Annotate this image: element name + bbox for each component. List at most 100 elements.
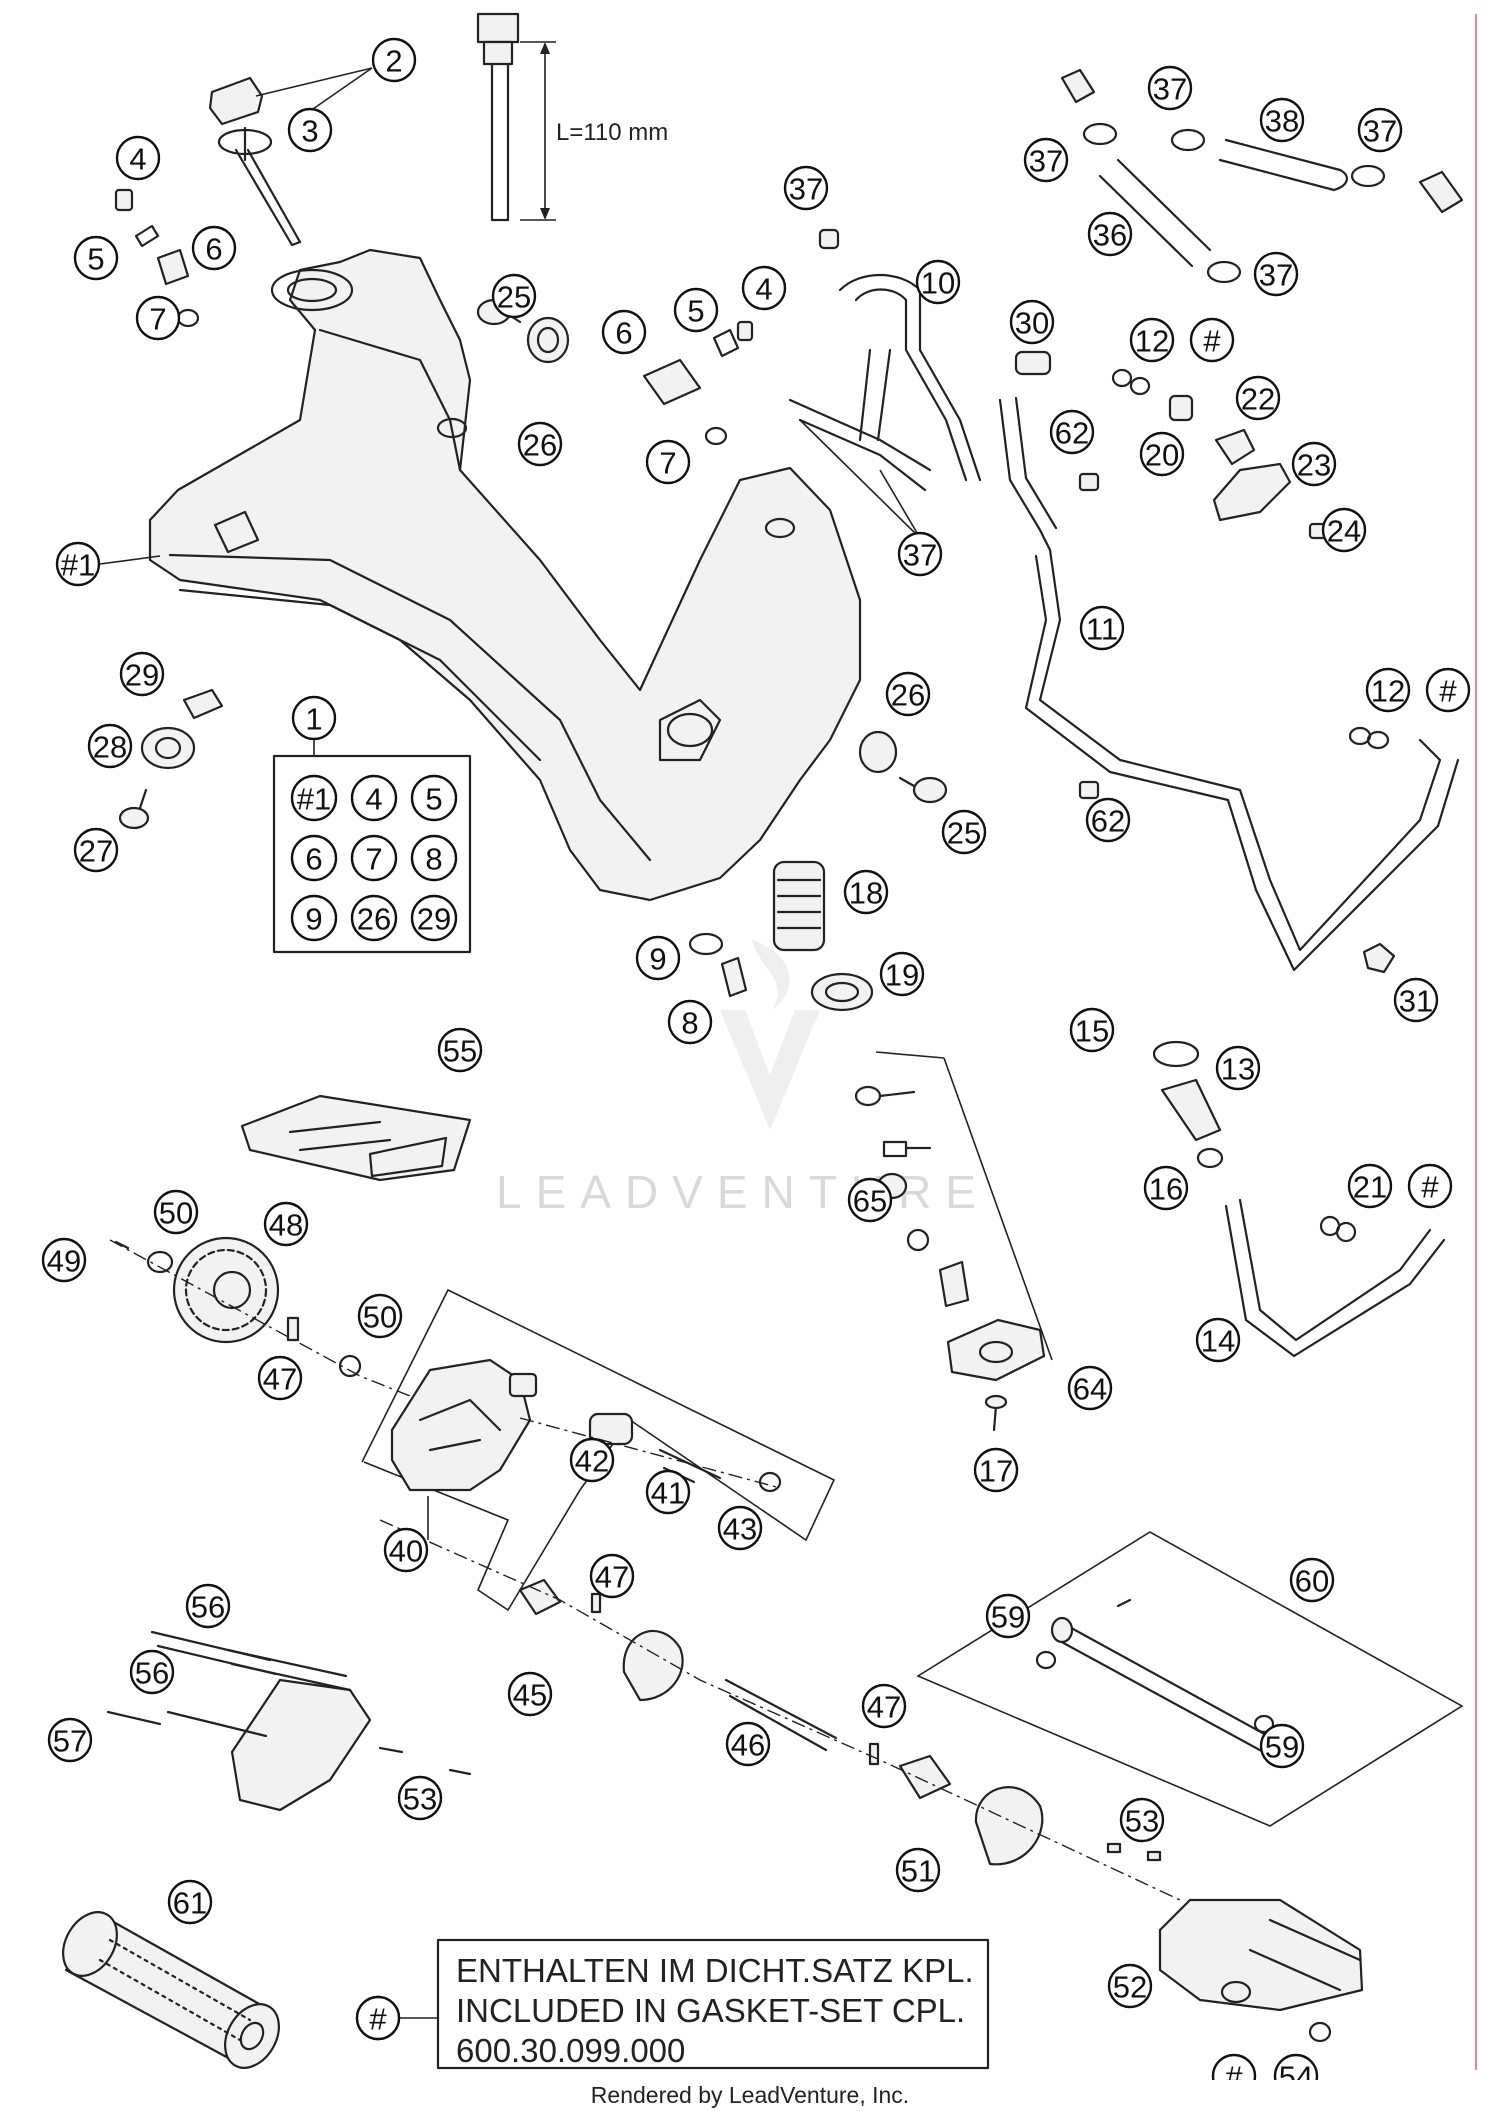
- gasket-note-box: [436, 1938, 990, 2070]
- callout-14-label: 14: [1201, 1324, 1235, 1359]
- line-clip: [1362, 942, 1396, 974]
- callout-17-label: 17: [979, 1454, 1013, 1489]
- callout-43: 43: [717, 1505, 763, 1551]
- callout-59: 59: [1259, 1723, 1305, 1769]
- callout-hash1: #1: [55, 541, 101, 587]
- callout-45: 45: [507, 1671, 553, 1717]
- suction-hose: [1152, 1040, 1446, 1358]
- callout-43-label: 43: [723, 1512, 757, 1547]
- gasket-note-text: #ENTHALTEN IM DICHT.SATZ KPL.INCLUDED IN…: [355, 1952, 974, 2069]
- kit-item-6: 6: [290, 834, 338, 882]
- callout-12: 12: [1129, 317, 1175, 363]
- callout-26-label: 26: [891, 678, 925, 713]
- callout-36-label: 36: [1093, 218, 1127, 253]
- callout-5-label: 5: [687, 294, 704, 329]
- callout-46: 46: [725, 1721, 771, 1767]
- callout-41-label: 41: [651, 1476, 685, 1511]
- callout-20: 20: [1139, 431, 1185, 477]
- callout-53-label: 53: [403, 1782, 437, 1817]
- callout-26: 26: [885, 671, 931, 717]
- callout-50: 50: [153, 1189, 199, 1235]
- callout-50: 50: [357, 1293, 403, 1339]
- callout-8-label: 8: [681, 1006, 698, 1041]
- kit-box-title-label: 1: [305, 702, 322, 737]
- callout-56-label: 56: [135, 1656, 169, 1691]
- callout-24: 24: [1321, 507, 1367, 553]
- callout-28-label: 28: [93, 730, 127, 765]
- callout-62-label: 62: [1091, 804, 1125, 839]
- kit-item-26-label: 26: [357, 902, 391, 937]
- callout-59-label: 59: [991, 1600, 1025, 1635]
- callout-42: 42: [569, 1437, 615, 1483]
- callout-hash-label: #: [1225, 2060, 1243, 2081]
- callout-64-label: 64: [1073, 1372, 1107, 1407]
- callout-12-label: 12: [1371, 674, 1405, 709]
- callout-37-label: 37: [1153, 72, 1187, 107]
- mount-bolt-grommet-top: [476, 298, 570, 364]
- callout-6: 6: [191, 225, 237, 271]
- kit-item-8: 8: [410, 834, 458, 882]
- callout-52: 52: [1107, 1963, 1153, 2009]
- callout-57: 57: [47, 1717, 93, 1763]
- callout-16-label: 16: [1149, 1172, 1183, 1207]
- oil-filler-cap: [208, 76, 302, 247]
- oil-strainer: [688, 860, 874, 1012]
- callout-51-label: 51: [901, 1854, 935, 1889]
- callout-55: 55: [437, 1027, 483, 1073]
- callout-41: 41: [645, 1469, 691, 1515]
- callout-4: 4: [115, 135, 161, 181]
- callout-55-label: 55: [443, 1034, 477, 1069]
- callout-37: 37: [1147, 65, 1193, 111]
- callout-61: 61: [167, 1879, 213, 1925]
- callout-38: 38: [1259, 97, 1305, 143]
- kit-item-7-label: 7: [365, 842, 382, 877]
- callout-28: 28: [87, 723, 133, 769]
- callout-12-label: 12: [1135, 324, 1169, 359]
- callout-hash: #: [1407, 1163, 1453, 1209]
- callout-18: 18: [843, 869, 889, 915]
- callout-51: 51: [895, 1847, 941, 1893]
- callout-47: 47: [257, 1355, 303, 1401]
- callout-62-label: 62: [1055, 416, 1089, 451]
- gasket-note-marker: #: [355, 1995, 401, 2041]
- callout-37-label: 37: [789, 172, 823, 207]
- callout-10: 10: [915, 259, 961, 305]
- callout-30-label: 30: [1015, 306, 1049, 341]
- kit-item-6-label: 6: [305, 842, 322, 877]
- callout-4-label: 4: [755, 272, 772, 307]
- callout-5: 5: [673, 287, 719, 333]
- oil-line: [998, 396, 1460, 972]
- callout-53: 53: [397, 1775, 443, 1821]
- callout-6: 6: [601, 309, 647, 355]
- callout-8: 8: [667, 999, 713, 1045]
- callout-42-label: 42: [575, 1444, 609, 1479]
- callout-24-label: 24: [1327, 514, 1361, 549]
- callout-27-label: 27: [79, 834, 113, 869]
- callout-60: 60: [1289, 1557, 1335, 1603]
- callout-29: 29: [119, 651, 165, 697]
- oil-pump-housing: [390, 1358, 782, 1493]
- relief-valve-assembly: [854, 1051, 1053, 1432]
- callout-23-label: 23: [1297, 448, 1331, 483]
- callout-57-label: 57: [53, 1724, 87, 1759]
- gasket-note-line: INCLUDED IN GASKET-SET CPL.: [456, 1992, 965, 2029]
- callout-14: 14: [1195, 1317, 1241, 1363]
- callout-12: 12: [1365, 667, 1411, 713]
- left-mount-hardware: [118, 688, 224, 830]
- kit-item-4: 4: [350, 774, 398, 822]
- callout-18-label: 18: [849, 876, 883, 911]
- callout-37: 37: [1023, 137, 1069, 183]
- callout-hash: #: [1189, 317, 1235, 363]
- callout-9: 9: [635, 935, 681, 981]
- callout-7: 7: [645, 439, 691, 485]
- pump-cover: [1106, 1842, 1364, 2043]
- pump-shaft: [1035, 1598, 1292, 1762]
- callout-61-label: 61: [173, 1886, 207, 1921]
- shaft-kit-frame: [916, 1531, 1464, 1827]
- callout-3: 3: [287, 107, 333, 153]
- callout-47: 47: [861, 1683, 907, 1729]
- callout-36: 36: [1087, 211, 1133, 257]
- kit-item-hash1: #1: [290, 774, 338, 822]
- callout-4: 4: [741, 265, 787, 311]
